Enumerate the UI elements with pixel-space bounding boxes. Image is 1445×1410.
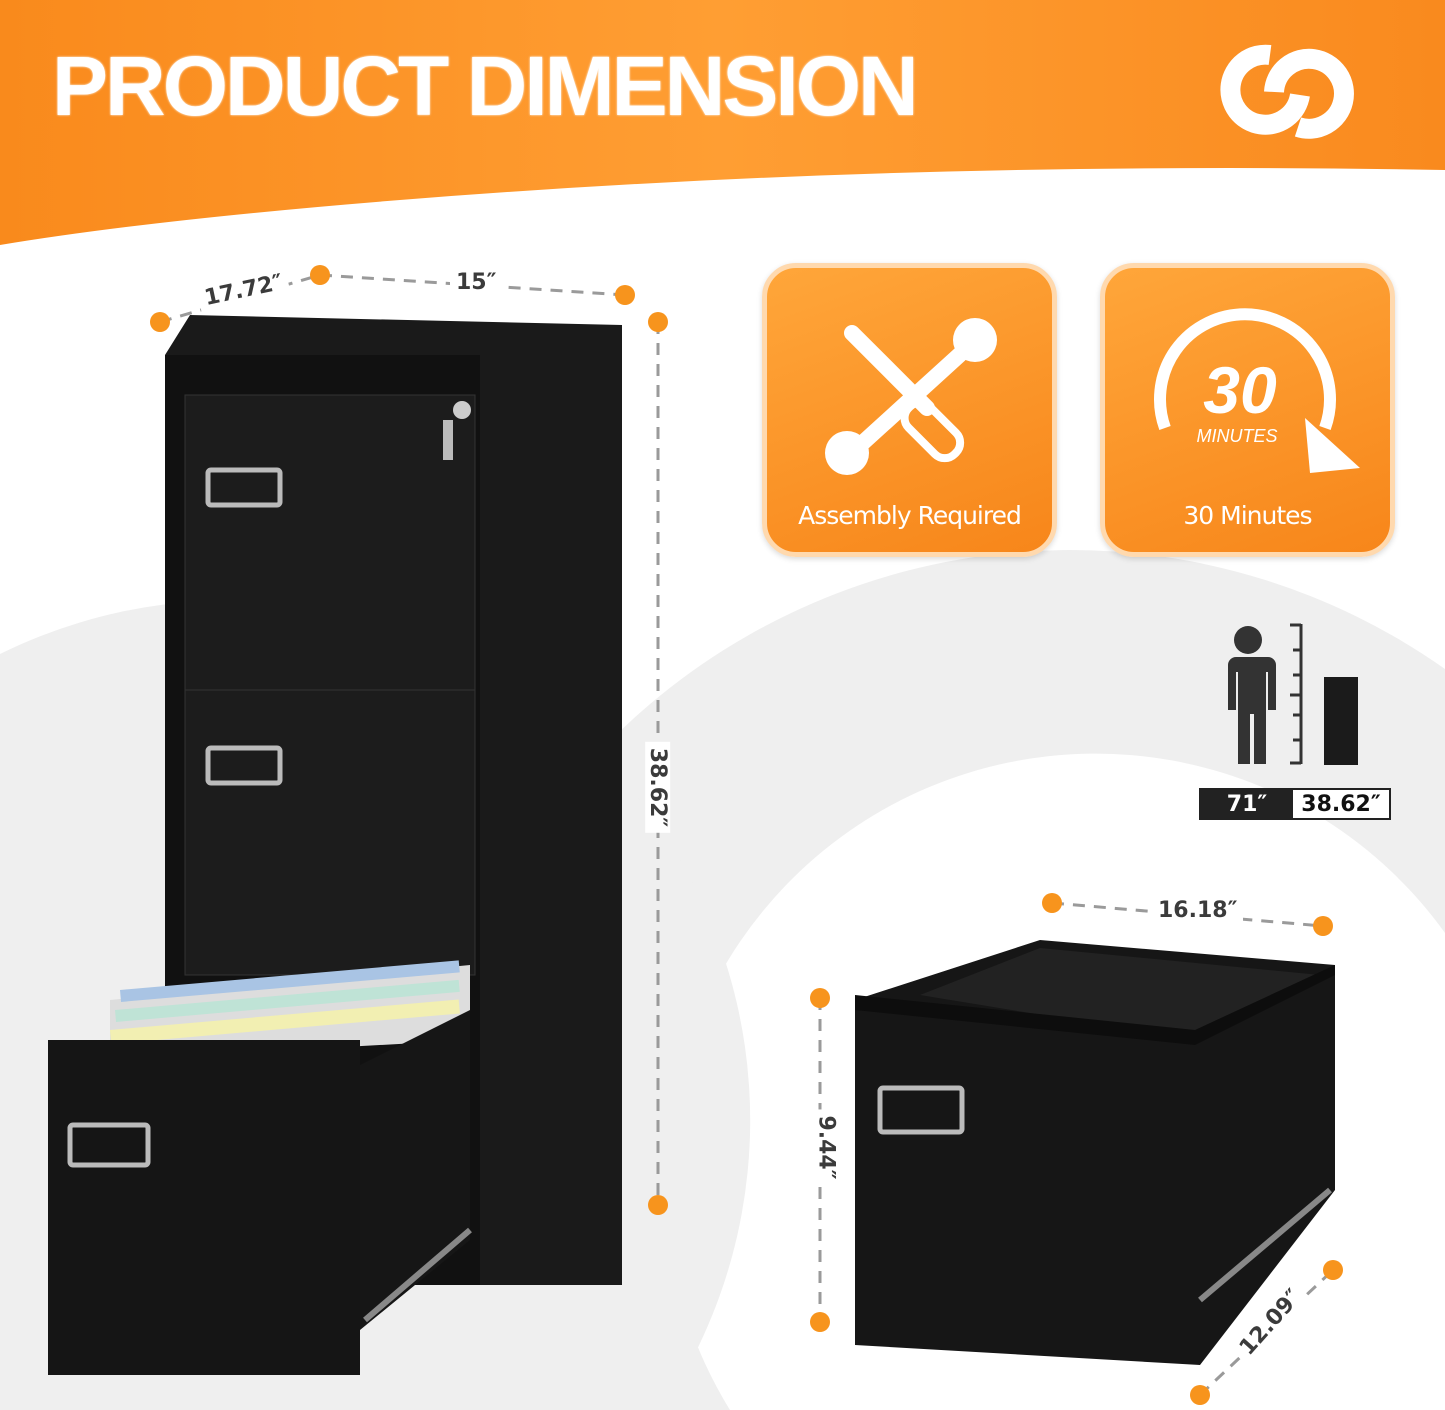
timer-unit: MINUTES (1197, 426, 1278, 446)
mini-cabinet-icon (1324, 677, 1358, 765)
timer-number: 30 (1203, 353, 1277, 427)
cabinet-width-label: 15″ (450, 270, 503, 295)
feature-card-time: 30 MINUTES 30 Minutes (1100, 263, 1395, 557)
drawer-image (855, 940, 1335, 1365)
wrench-screwdriver-icon (825, 318, 997, 475)
filing-cabinet-image (48, 315, 622, 1375)
height-comparison-values: 71″ 38.62″ (1199, 788, 1391, 820)
dimension-endpoints (150, 265, 1343, 1405)
feature-card-assembly: Assembly Required (762, 263, 1057, 557)
height-comparison-graphic (1228, 623, 1358, 765)
cabinet-height-label: 38.62″ (645, 741, 671, 834)
height-ruler-icon (1290, 623, 1303, 765)
cabinet-height: 38.62″ (1293, 790, 1389, 818)
person-icon (1228, 626, 1276, 764)
feature-label: 30 Minutes (1183, 501, 1312, 530)
header-banner (0, 0, 1445, 245)
drawer-width-label: 16.18″ (1152, 898, 1244, 923)
brand-logo (1220, 44, 1354, 139)
timer-30-icon: 30 MINUTES (1154, 308, 1360, 473)
person-height: 71″ (1201, 790, 1293, 818)
feature-label: Assembly Required (798, 501, 1022, 530)
page-title: PRODUCT DIMENSION (52, 39, 919, 133)
drawer-height-label: 9.44″ (813, 1109, 839, 1186)
